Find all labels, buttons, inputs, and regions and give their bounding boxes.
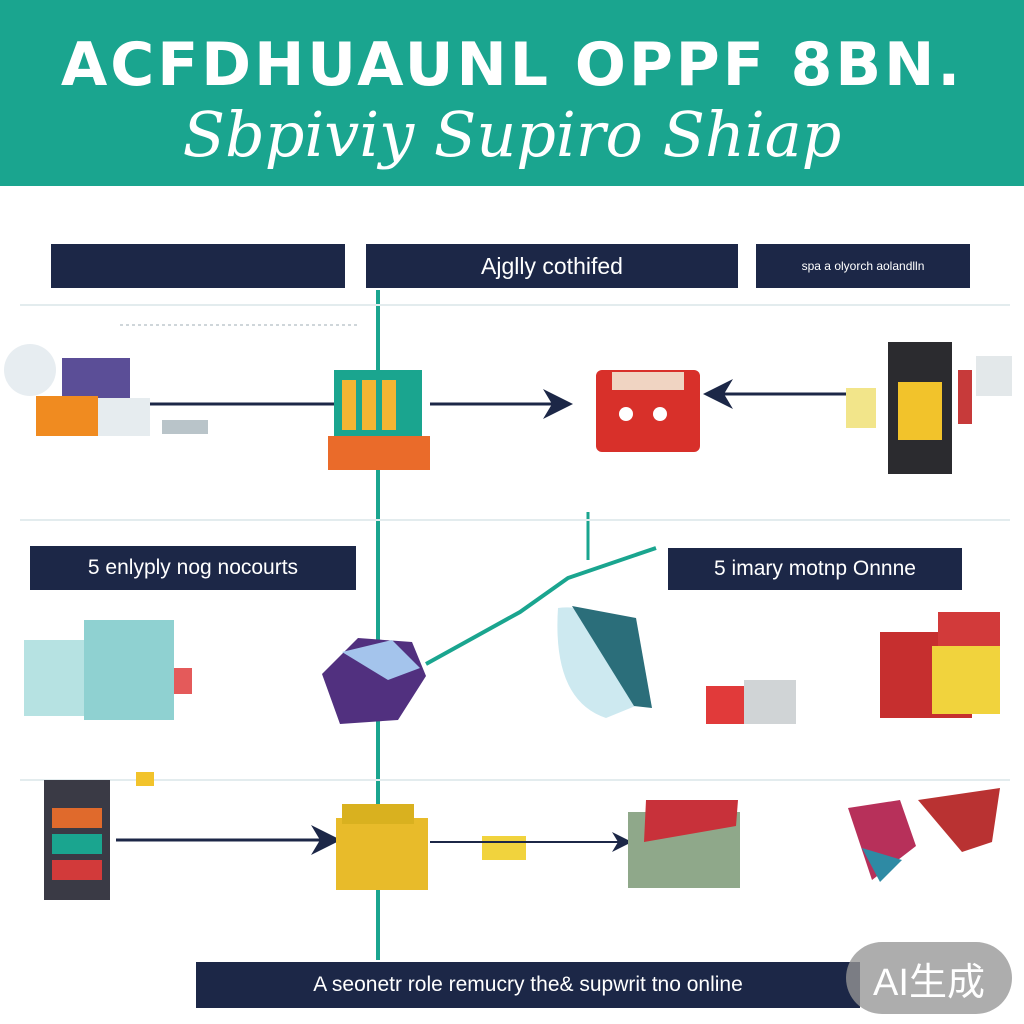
row3-package-icon (628, 800, 740, 888)
row1-source-icon (4, 344, 208, 436)
header-banner: ACFDHUAUNL OPPF 8BN. Sbpiviy Supiro Shia… (0, 0, 1024, 186)
header-title-line2: Sbpiviy Supiro Shiap (182, 98, 842, 171)
label-top-left (51, 244, 345, 288)
row2-trend-line (425, 546, 657, 666)
row1-warehouse-icon (328, 370, 430, 470)
row2-hub-icon (322, 638, 426, 724)
header-title-line1: ACFDHUAUNL OPPF 8BN. (60, 30, 964, 100)
label-bottom-text: A seonetr role remucry the& supwrit tno … (313, 973, 743, 996)
ai-generated-badge: AI生成 (846, 942, 1012, 1014)
label-mid-left-text: 5 enlyply nog nocourts (87, 556, 299, 579)
row2-block-icon (880, 612, 1000, 718)
row2-generator-icon (24, 620, 192, 720)
label-bottom: A seonetr role remucry the& supwrit tno … (196, 962, 860, 1008)
row2-dome-icon (557, 606, 796, 724)
label-top-center-text: Ajglly cothifed (481, 252, 623, 279)
label-top-center: Ajglly cothifed (366, 244, 738, 288)
row3-shapes-icon (848, 788, 1000, 882)
row1-cabinet-icon (846, 342, 1012, 474)
row1-toolbox-icon (596, 370, 700, 452)
label-top-right: spa a olyorch aolandlln (756, 244, 970, 288)
label-mid-right: 5 imary motnp Onnne (668, 548, 962, 590)
label-top-right-text: spa a olyorch aolandlln (801, 259, 925, 273)
background-dashes (20, 304, 1010, 781)
label-mid-right-text: 5 imary motnp Onnne (714, 557, 916, 580)
row3-crate-icon (336, 804, 526, 890)
row3-rack-icon (44, 772, 154, 900)
label-mid-left: 5 enlyply nog nocourts (30, 546, 356, 590)
